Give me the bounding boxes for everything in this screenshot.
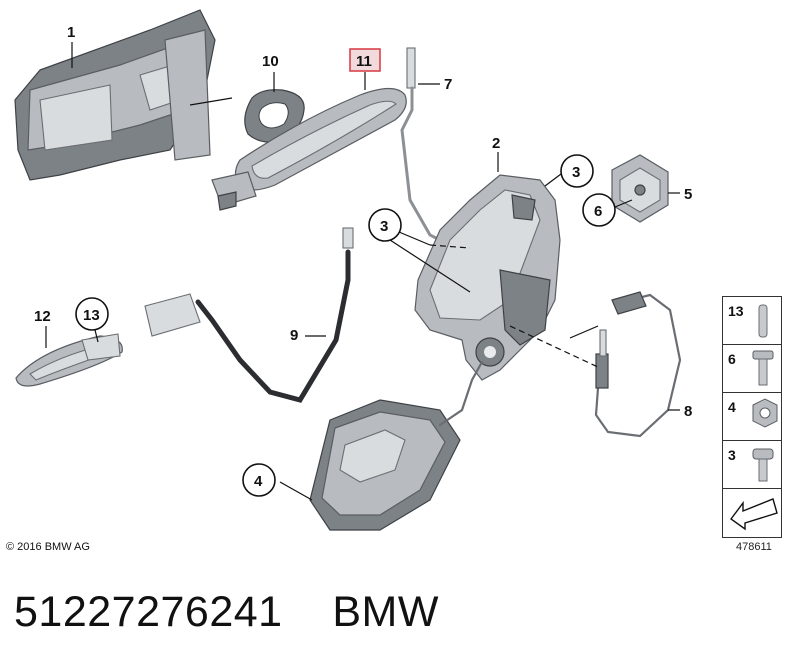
- callout-6: 6: [594, 203, 602, 220]
- brand-name: BMW: [332, 588, 439, 636]
- torx-screw-icon: [752, 448, 774, 482]
- part-5-striker: [611, 154, 669, 223]
- copyright-notice: © 2016 BMW AG: [6, 541, 90, 553]
- legend-item-13: 13: [723, 297, 781, 345]
- part-9-bowden-cable: [144, 227, 354, 403]
- part-4-actuator: [279, 360, 484, 531]
- legend-item-4: 4: [723, 393, 781, 441]
- part-12-inner-handle: [15, 333, 123, 387]
- pin-icon: [758, 304, 768, 338]
- callout-12: 12: [34, 308, 51, 325]
- callout-1: 1: [67, 24, 75, 41]
- callout-13-circle: [75, 297, 109, 331]
- part-7-actuating-rod: [400, 47, 462, 252]
- arrow-icon: [730, 498, 778, 531]
- hex-nut-icon: [752, 398, 778, 428]
- legend-item-3: 3: [723, 441, 781, 489]
- callout-8: 8: [684, 403, 692, 420]
- hardware-legend: 13 6 4 3: [722, 296, 782, 538]
- callout-2: 2: [492, 135, 500, 152]
- callout-4: 4: [254, 473, 263, 490]
- callout-11: 11: [356, 53, 372, 70]
- legend-number: 6: [728, 351, 736, 367]
- callout-13: 13: [83, 307, 100, 324]
- legend-number: 13: [728, 303, 744, 319]
- part-10-gasket: [244, 89, 305, 143]
- part-number: 51227276241: [14, 588, 283, 636]
- callout-6-circle: [582, 193, 616, 227]
- legend-item-arrow: [723, 489, 781, 536]
- legend-number: 4: [728, 399, 736, 415]
- callout-3-circle-a: [560, 154, 594, 188]
- callout-3a: 3: [572, 164, 580, 181]
- part-caption: 51227276241 BMW: [14, 588, 439, 637]
- callout-10: 10: [262, 53, 279, 70]
- legend-item-6: 6: [723, 345, 781, 393]
- callout-3-circle-b: [368, 208, 402, 242]
- callout-7: 7: [444, 76, 452, 93]
- part-1-handle-carrier: [14, 9, 233, 181]
- callout-5: 5: [684, 186, 692, 203]
- part-11-outer-door-handle: [211, 87, 407, 211]
- callout-11-highlight: [349, 48, 381, 72]
- figure-id: 478611: [736, 541, 772, 553]
- callout-4-circle: [242, 463, 276, 497]
- part-2-door-lock: [414, 174, 561, 381]
- callout-3b: 3: [380, 218, 388, 235]
- hex-screw-icon: [752, 350, 774, 386]
- callout-9: 9: [290, 327, 298, 344]
- legend-number: 3: [728, 447, 736, 463]
